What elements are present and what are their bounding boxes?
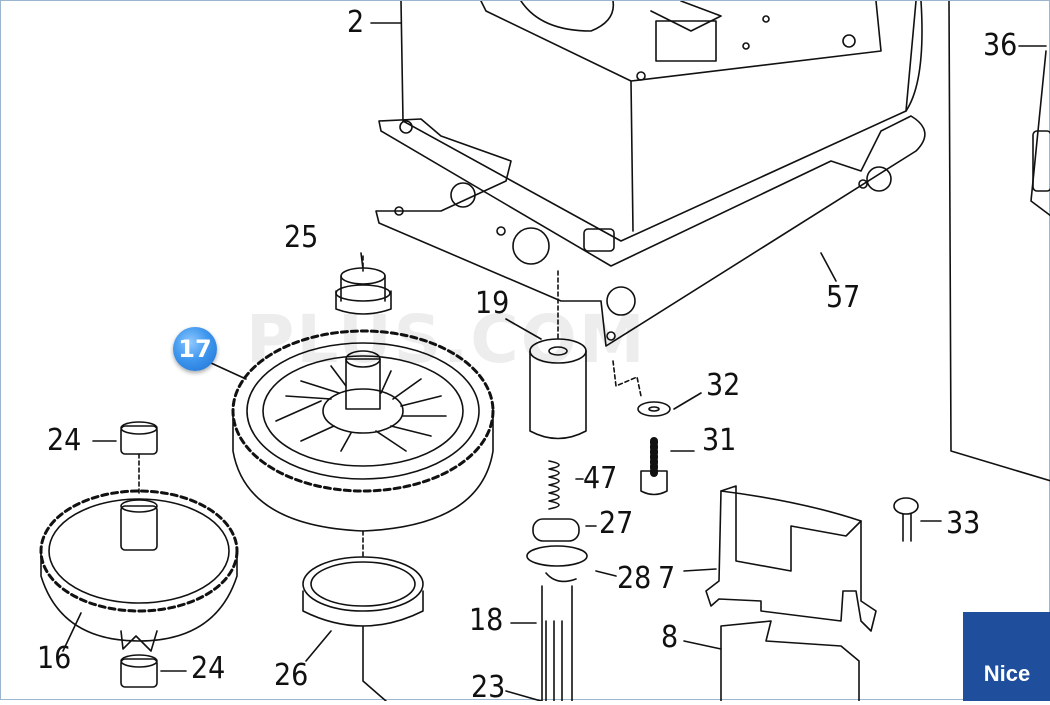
housing: [400, 1, 923, 242]
part-label-26: 26: [274, 658, 309, 693]
part-label-33: 33: [946, 506, 981, 541]
o-ring: [302, 530, 424, 701]
cover-bracket-upper: [683, 485, 877, 632]
part-label-2: 2: [347, 5, 365, 40]
part-label-28: 28: [617, 561, 652, 596]
part-label-7: 7: [658, 561, 676, 596]
watermark-text: PLUS.COM: [246, 301, 647, 378]
part-label-47: 47: [583, 461, 618, 496]
cover-bracket-lower: [683, 620, 860, 701]
spur-gear-small: [39, 421, 239, 688]
washer-and-screw: [612, 360, 702, 496]
leader-lines: [210, 22, 1047, 380]
gasket: [375, 115, 926, 347]
part-label-24-bottom: 24: [191, 651, 226, 686]
spur-gear-large: [231, 329, 495, 532]
part-label-32: 32: [706, 368, 741, 403]
brand-logo: Nice: [963, 612, 1050, 701]
part-label-23: 23: [471, 670, 506, 705]
shaft-assembly: [505, 518, 617, 701]
part-label-36: 36: [983, 28, 1018, 63]
part-label-31: 31: [702, 423, 737, 458]
right-bracket: [948, 1, 1050, 482]
screw-small: [893, 497, 942, 542]
part-label-16: 16: [37, 641, 72, 676]
part-label-27: 27: [599, 506, 634, 541]
part-label-24-top: 24: [47, 423, 82, 458]
part-label-18: 18: [469, 603, 504, 638]
spacer-tube: [505, 270, 587, 440]
highlighted-part-badge[interactable]: 17: [173, 327, 217, 371]
part-label-8: 8: [661, 620, 679, 655]
part-label-19: 19: [475, 286, 510, 321]
part-label-25: 25: [284, 220, 319, 255]
bushing-top: [335, 255, 392, 315]
spring: [548, 460, 584, 510]
part-label-57: 57: [826, 280, 861, 315]
